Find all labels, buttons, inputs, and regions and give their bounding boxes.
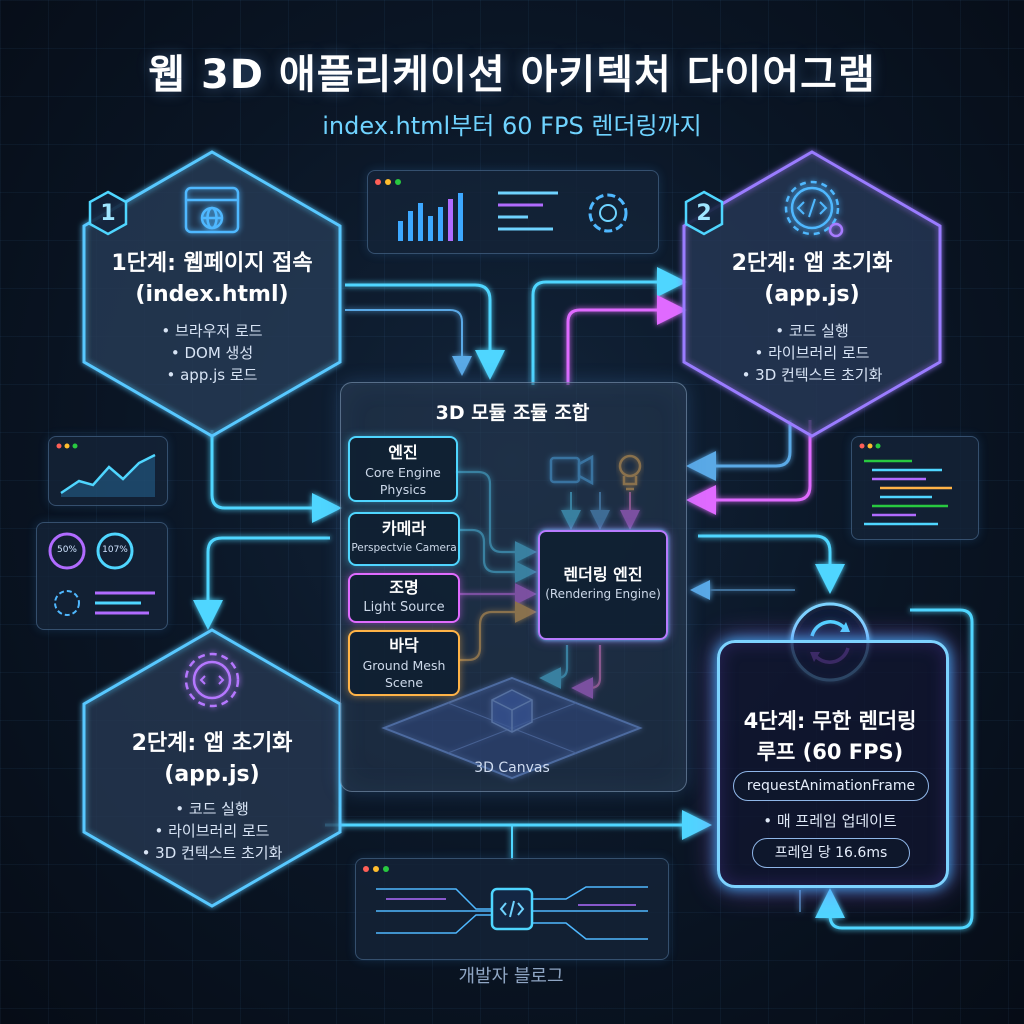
bar-chart-mini-icon [375,179,628,241]
gauge-label-2: 107% [102,545,128,555]
arrow-center-to-step2 [531,267,687,385]
footer-label: 개발자 블로그 [458,966,564,987]
rendering-engine-title: 렌더링 엔진 [563,565,643,584]
module-ground-sub2: Scene [384,675,424,690]
module-camera: 카메라 Perspectvie Camera [348,512,460,566]
arrow-step2-to-center-right-b [686,420,812,515]
frame-time-pill: 프레임 당 16.6ms [752,838,910,868]
left-gauge-panel: 50% 107% [36,522,168,630]
rendering-engine-box: 렌더링 엔진 (Rendering Engine) [538,530,668,640]
module-light-title: 조명 [389,578,419,597]
left-chart-panel [48,436,168,506]
right-code-panel [851,436,979,540]
step2-top-item: • 코드 실행 [775,322,849,340]
module-engine-sub2: Physics [379,482,427,497]
step1-item: • DOM 생성 [170,344,254,362]
step1-title: 1단계: 웹페이지 접속 [111,251,313,276]
line-chart-mini-icon [56,443,156,497]
step4-text: 4단계: 무한 렌더링 루프 (60 FPS) [717,706,943,768]
loop-feedback-line [815,608,974,930]
arrow-step1-down-to-center [210,430,342,523]
step2-bottom-item: • 라이브러리 로드 [154,822,270,840]
step2-top-text: 2단계: 앱 초기화 (app.js) • 코드 실행 • 라이브러리 로드 •… [692,248,932,386]
page-title: 웹 3D 애플리케이션 아키텍처 다이어그램 [148,52,876,98]
module-ground-title: 바닥 [389,636,419,655]
step2-bottom-item: • 코드 실행 [175,800,249,818]
arrow-step2-to-center-right [686,420,792,481]
module-light: 조명 Light Source [348,573,460,623]
top-dashboard-panel [367,170,659,254]
module-ground: 바닥 Ground Mesh Scene [348,630,460,696]
badge-hex-1 [88,190,128,236]
circuit-chip-icon [363,866,648,940]
step4-item: • 매 프레임 업데이트 [763,812,897,830]
module-ground-sub1: Ground Mesh [362,658,446,673]
step2-top-item: • 3D 컨텍스트 초기화 [741,366,883,384]
step2-badge: 2 [696,200,712,226]
gear-code-icon [784,180,844,238]
step4-title-fps: 루프 (60 FPS) [756,740,904,764]
step2-bottom-title: 2단계: 앱 초기화 [131,731,293,756]
step2-top-item: • 라이브러리 로드 [754,344,870,362]
arrow-center-to-step2-b [566,295,687,385]
gauge-icons [48,532,155,616]
canvas-label: 3D Canvas [474,760,550,776]
badge-hex-2 [684,190,724,236]
request-animation-frame-pill: requestAnimationFrame [733,771,929,801]
step2-top-title: 2단계: 앱 초기화 [731,251,893,276]
gauge-label-1: 50% [56,545,77,555]
step1-title-file: (index.html) [135,282,289,307]
step1-badge: 1 [100,200,116,226]
hexagon-step2-top [682,150,942,438]
module-engine-sub1: Core Engine [365,465,441,480]
arrow-step1-to-center-a [345,283,505,380]
code-lines-icon [859,443,952,526]
hexagon-step1 [82,150,342,438]
footer-panel [355,858,669,960]
gear-chip-icon [184,652,240,708]
rendering-engine-sub: (Rendering Engine) [545,587,661,601]
step2-bottom-title-file: (app.js) [164,762,260,787]
step2-bottom-text: 2단계: 앱 초기화 (app.js) • 코드 실행 • 라이브러리 로드 •… [92,728,332,864]
page-subtitle: index.html부터 60 FPS 렌더링까지 [322,112,702,140]
step2-top-title-file: (app.js) [764,282,860,307]
step1-text: 1단계: 웹페이지 접속 (index.html) • 브라우저 로드 • DO… [92,248,332,386]
step1-item: • app.js 로드 [166,366,258,384]
module-engine: 엔진 Core Engine Physics [348,436,458,502]
step2-bottom-item: • 3D 컨텍스트 초기화 [141,844,283,862]
module-camera-sub1: Perspectvie Camera [351,542,457,554]
module-engine-title: 엔진 [388,443,418,462]
module-light-sub1: Light Source [363,600,445,615]
arrow-step1-to-center-b [345,309,472,376]
module-camera-title: 카메라 [381,519,427,538]
browser-icon [184,186,240,234]
module-composition-title: 3D 모듈 조듈 조합 [435,402,590,424]
step4-title: 4단계: 무한 렌더링 [743,709,917,733]
arrow-center-to-step2-bottom [193,536,330,630]
arrow-center-to-loop [698,534,845,594]
step1-item: • 브라우저 로드 [161,322,263,340]
